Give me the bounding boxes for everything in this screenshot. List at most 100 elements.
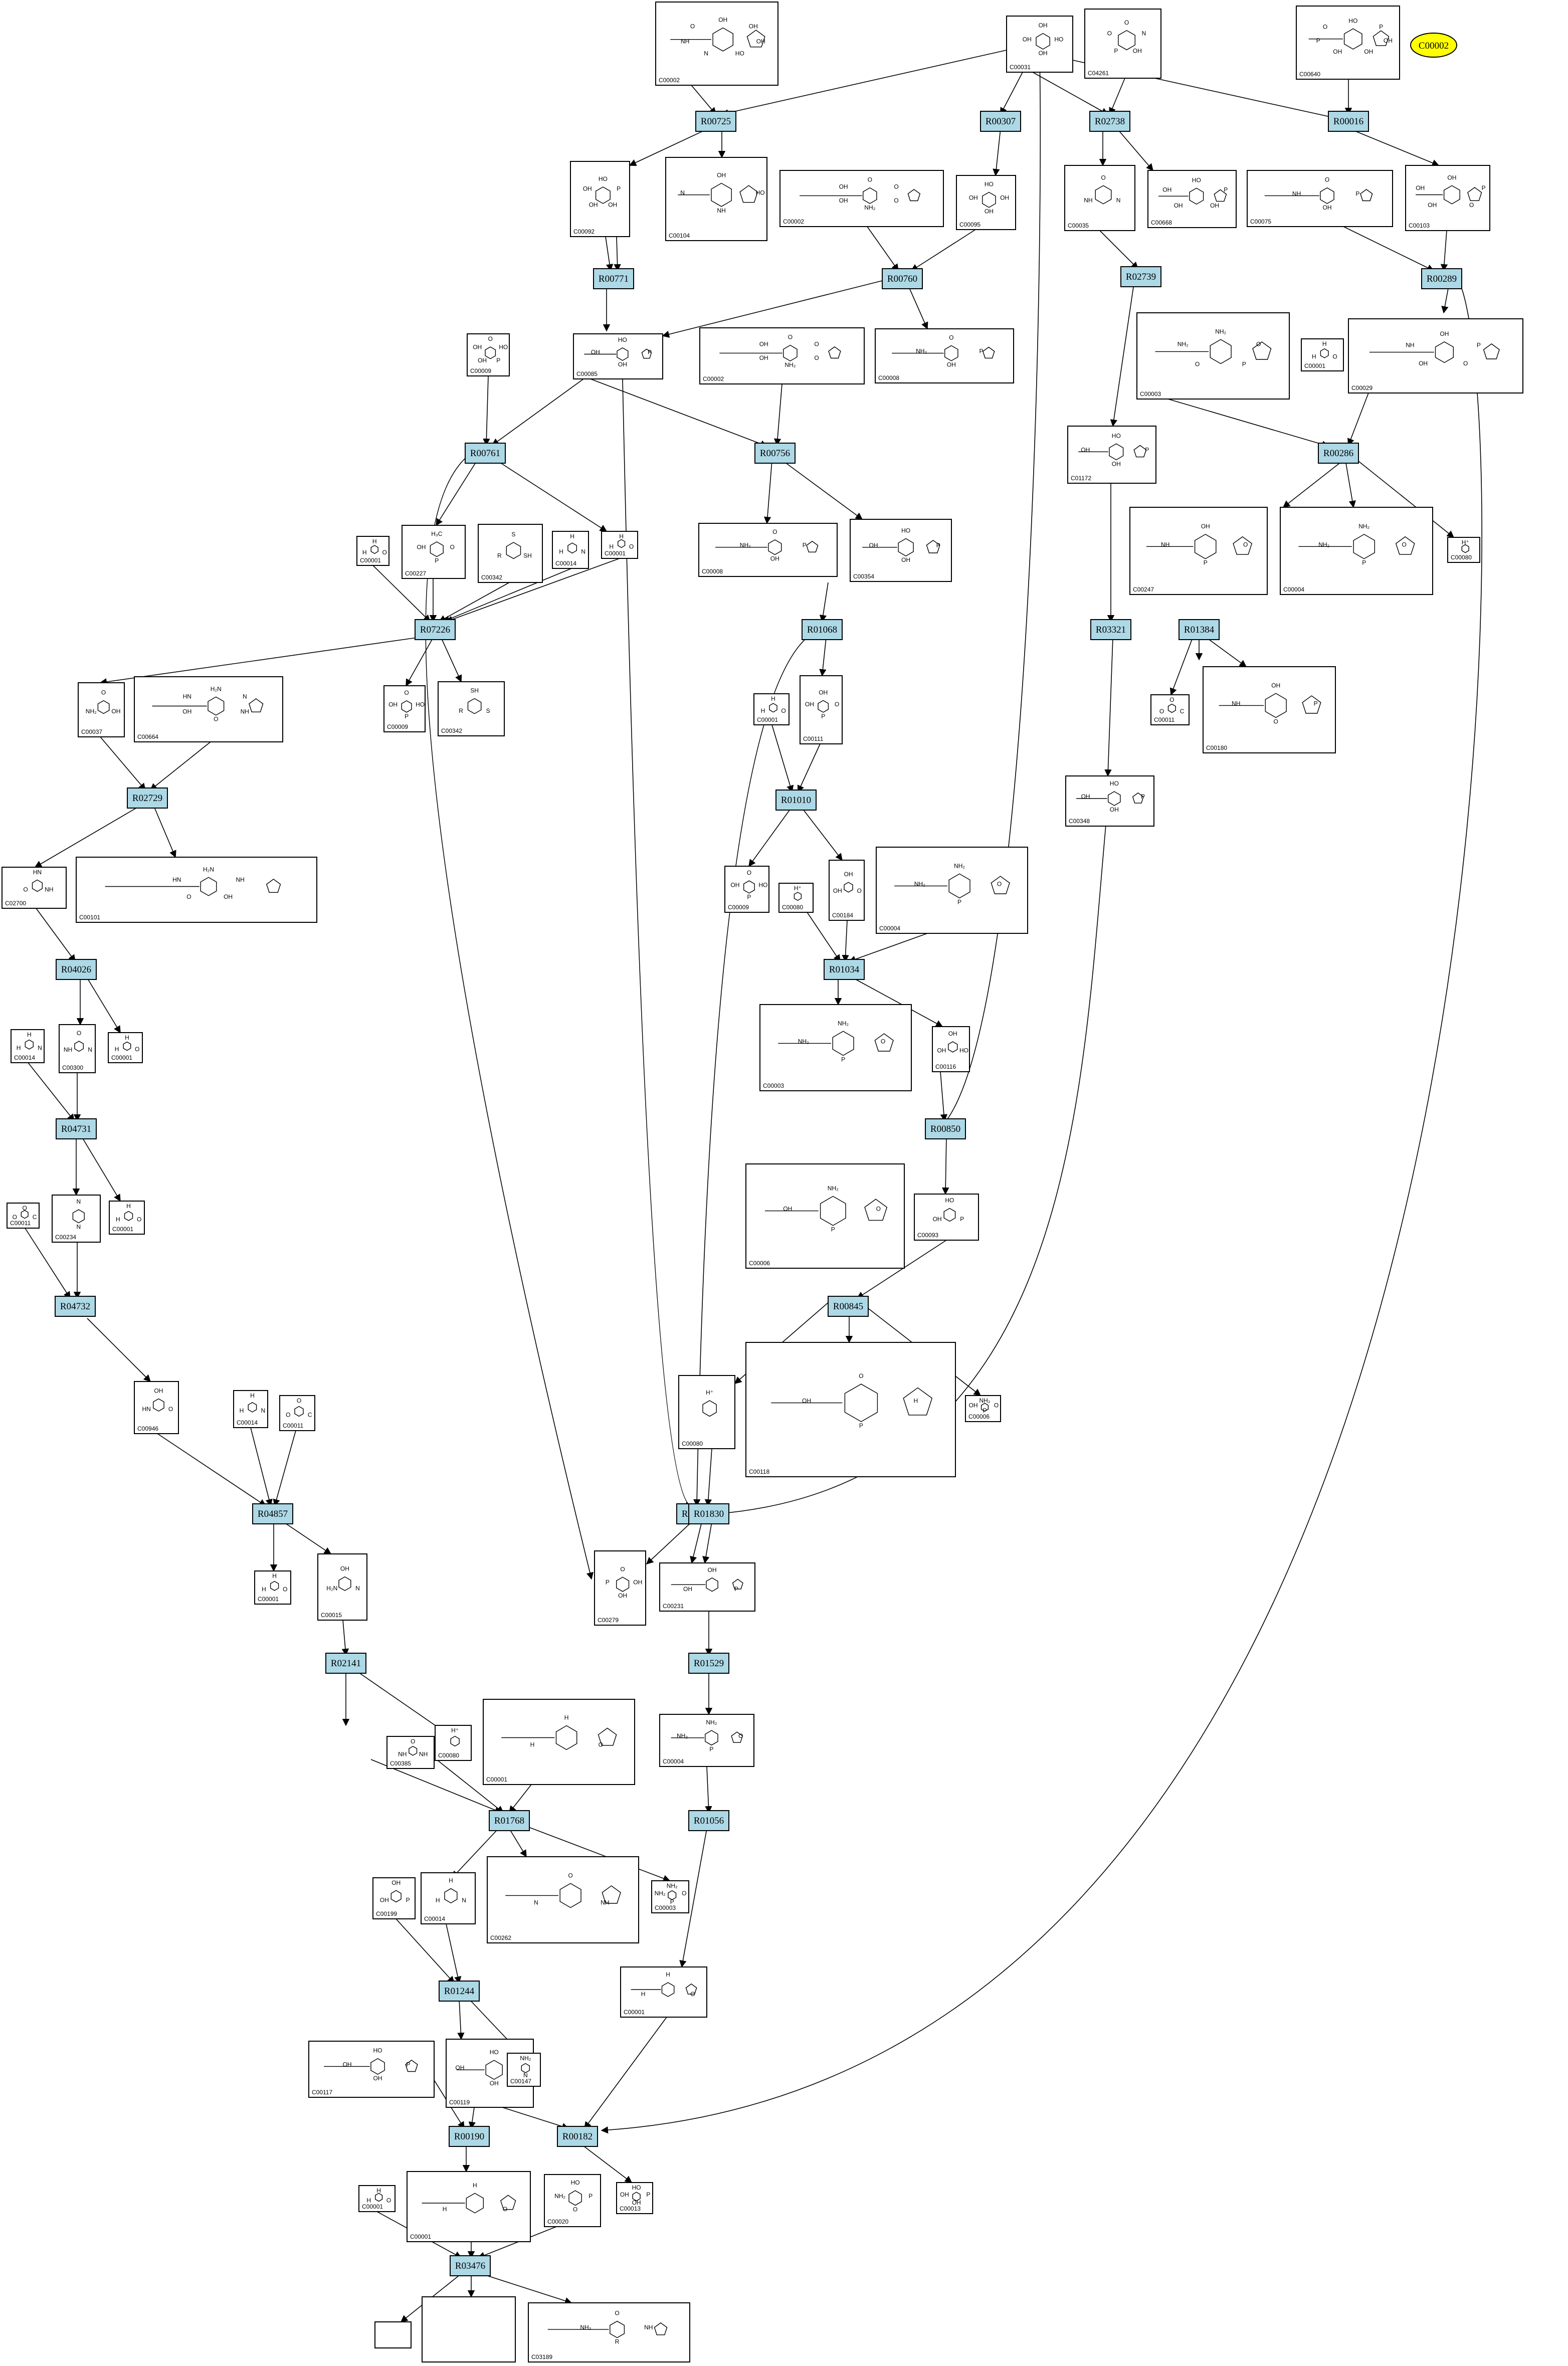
reaction-r01244[interactable]: R01244 <box>439 1981 480 2002</box>
reaction-r00760[interactable]: R00760 <box>882 268 923 289</box>
reaction-r01768[interactable]: R01768 <box>489 1810 530 1831</box>
reaction-r00286[interactable]: R00286 <box>1318 443 1359 464</box>
reaction-r02739[interactable]: R02739 <box>1120 266 1161 287</box>
reaction-r04026[interactable]: R04026 <box>56 959 97 980</box>
reaction-r00725[interactable]: R00725 <box>695 111 736 132</box>
compound-c00080[interactable]: H⁺C00080 <box>435 1725 472 1761</box>
reaction-r00845[interactable]: R00845 <box>828 1296 869 1317</box>
reaction-r07226[interactable]: R07226 <box>415 619 456 640</box>
reaction-r00190[interactable]: R00190 <box>449 2126 490 2147</box>
reaction-r00850[interactable]: R00850 <box>925 1118 966 1139</box>
reaction-r00771[interactable]: R00771 <box>593 268 634 289</box>
reaction-r04731[interactable]: R04731 <box>56 1118 97 1139</box>
reaction-r01529[interactable]: R01529 <box>688 1653 729 1674</box>
highlight-node[interactable]: C00002 <box>1410 33 1457 58</box>
compound-blank[interactable] <box>422 2296 516 2362</box>
compound-blank[interactable] <box>374 2321 412 2348</box>
reaction-r00761[interactable]: R00761 <box>465 443 506 464</box>
reaction-r01384[interactable]: R01384 <box>1179 619 1220 640</box>
reaction-r00016[interactable]: R00016 <box>1328 111 1369 132</box>
reaction-r01056[interactable]: R01056 <box>688 1810 729 1831</box>
compound-c00080[interactable]: H⁺C00080 <box>778 883 814 913</box>
reaction-r02738[interactable]: R02738 <box>1089 111 1130 132</box>
reaction-r03476[interactable]: R03476 <box>450 2255 491 2276</box>
reaction-r01830[interactable]: R01830 <box>688 1503 729 1524</box>
reaction-r01010[interactable]: R01010 <box>775 790 817 811</box>
reaction-r00182[interactable]: R00182 <box>557 2126 598 2147</box>
reaction-r00289[interactable]: R00289 <box>1421 268 1462 289</box>
reaction-r00307[interactable]: R00307 <box>980 111 1021 132</box>
reaction-r01034[interactable]: R01034 <box>824 959 865 980</box>
compound-c00080[interactable]: H⁺C00080 <box>678 1375 735 1449</box>
reaction-r00756[interactable]: R00756 <box>754 443 796 464</box>
reaction-r02729[interactable]: R02729 <box>127 787 168 809</box>
reaction-r01068[interactable]: R01068 <box>802 619 843 640</box>
reaction-r02141[interactable]: R02141 <box>325 1653 366 1674</box>
